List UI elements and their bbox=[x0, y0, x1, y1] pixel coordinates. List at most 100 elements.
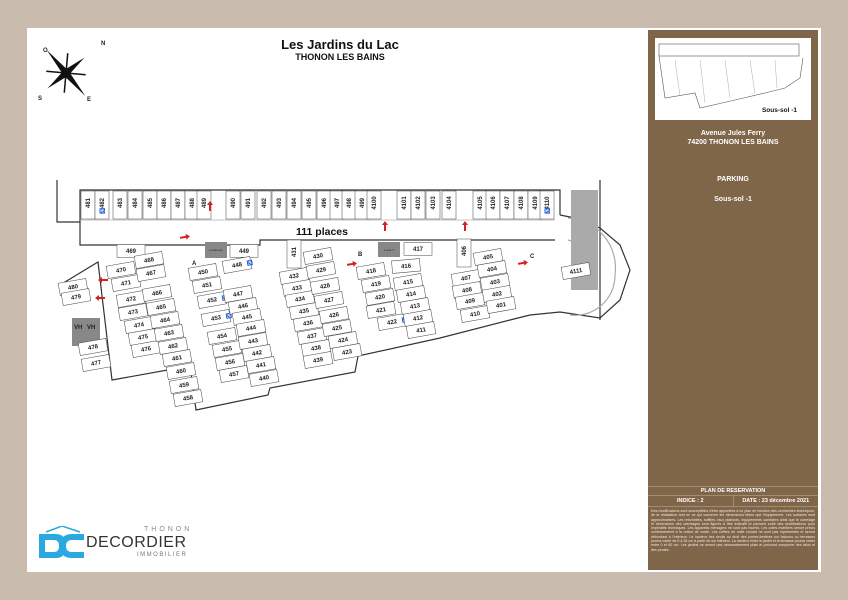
parking-space-494[interactable]: 494 bbox=[286, 190, 302, 220]
parking-space-405[interactable]: 405 bbox=[472, 248, 504, 266]
parking-space-4103[interactable]: 4103 bbox=[425, 190, 441, 220]
parking-space-469[interactable]: 469 bbox=[116, 244, 146, 258]
parking-space-470[interactable]: 470 bbox=[105, 261, 137, 279]
parking-space-448[interactable]: 448♿ bbox=[221, 256, 254, 274]
parking-space-444[interactable]: 444 bbox=[235, 319, 267, 337]
parking-space-4107[interactable]: 4107 bbox=[499, 190, 515, 220]
parking-space-454[interactable]: 454 bbox=[206, 327, 238, 345]
parking-space-486[interactable]: 486 bbox=[156, 190, 172, 220]
parking-space-492[interactable]: 492 bbox=[256, 190, 272, 220]
space-number: 467 bbox=[146, 270, 158, 278]
parking-space-451[interactable]: 451 bbox=[191, 276, 223, 294]
space-number: 469 bbox=[126, 249, 137, 255]
space-number: 403 bbox=[490, 279, 502, 287]
parking-space-416[interactable]: 416 bbox=[391, 258, 421, 274]
parking-space-4108[interactable]: 4108 bbox=[513, 190, 529, 220]
space-number: 431 bbox=[292, 246, 298, 257]
parking-space-427[interactable]: 427 bbox=[313, 291, 345, 309]
parking-space-449[interactable]: 449 bbox=[229, 244, 259, 258]
space-outline bbox=[365, 301, 397, 319]
parking-space-483[interactable]: 483 bbox=[112, 190, 128, 220]
entrance-arrow-icon bbox=[95, 295, 105, 301]
space-number: 424 bbox=[338, 337, 350, 345]
parking-space-465[interactable]: 465 bbox=[145, 298, 177, 316]
space-outline bbox=[364, 288, 396, 306]
parking-space-496[interactable]: 496 bbox=[316, 190, 332, 220]
space-outline bbox=[309, 277, 341, 295]
parking-space-430[interactable]: 430 bbox=[302, 247, 334, 265]
parking-space-419[interactable]: 419 bbox=[360, 275, 392, 293]
space-number: 438 bbox=[311, 345, 323, 353]
parking-space-485[interactable]: 485 bbox=[142, 190, 158, 220]
parking-space-4102[interactable]: 4102 bbox=[410, 190, 426, 220]
parking-space-421[interactable]: 421 bbox=[365, 301, 397, 319]
parking-space-477[interactable]: 477 bbox=[80, 354, 112, 372]
parking-space-495[interactable]: 495 bbox=[301, 190, 317, 220]
space-outline bbox=[116, 244, 146, 258]
parking-space-423[interactable]: 423 bbox=[331, 343, 363, 361]
space-outline bbox=[286, 190, 302, 220]
parking-space-459[interactable]: 459 bbox=[168, 376, 200, 394]
parking-space-417[interactable]: 417 bbox=[403, 242, 433, 256]
parking-space-4105[interactable]: 4105 bbox=[472, 190, 488, 220]
space-number: 441 bbox=[256, 362, 268, 370]
space-outline bbox=[112, 190, 128, 220]
parking-space-4106[interactable]: 4106 bbox=[485, 190, 501, 220]
parking-space-468[interactable]: 468 bbox=[133, 251, 165, 269]
space-number: 484 bbox=[133, 197, 139, 208]
parking-space-464[interactable]: 464 bbox=[149, 311, 181, 329]
parking-space-441[interactable]: 441 bbox=[245, 356, 277, 374]
space-number: 433 bbox=[292, 285, 304, 293]
parking-space-4101[interactable]: 4101 bbox=[396, 190, 412, 220]
parking-space-411[interactable]: 411 bbox=[405, 321, 437, 339]
parking-space-466[interactable]: 466 bbox=[141, 284, 173, 302]
space-number: 491 bbox=[246, 197, 252, 208]
parking-space-482[interactable]: 482♿ bbox=[94, 190, 110, 220]
space-number: 425 bbox=[332, 325, 344, 333]
space-number: 455 bbox=[222, 346, 234, 354]
parking-space-487[interactable]: 487 bbox=[170, 190, 186, 220]
parking-space-440[interactable]: 440 bbox=[248, 369, 280, 387]
parking-space-484[interactable]: 484 bbox=[127, 190, 143, 220]
parking-space-478[interactable]: 478 bbox=[77, 338, 109, 356]
parking-space-401[interactable]: 401 bbox=[485, 296, 517, 314]
space-outline bbox=[248, 369, 280, 387]
parking-space-418[interactable]: 418 bbox=[355, 262, 387, 280]
parking-space-491[interactable]: 491 bbox=[240, 190, 256, 220]
parking-space-439[interactable]: 439 bbox=[302, 351, 334, 369]
parking-space-467[interactable]: 467 bbox=[135, 264, 167, 282]
parking-space-497[interactable]: 497 bbox=[329, 190, 345, 220]
parking-space-413[interactable]: 413 bbox=[399, 297, 431, 315]
parking-space-493[interactable]: 493 bbox=[271, 190, 287, 220]
parking-space-428[interactable]: 428 bbox=[309, 277, 341, 295]
parking-space-425[interactable]: 425 bbox=[321, 319, 353, 337]
parking-space-490[interactable]: 490 bbox=[225, 190, 241, 220]
parking-space-479[interactable]: 479 bbox=[60, 288, 92, 306]
parking-space-460[interactable]: 460 bbox=[165, 362, 197, 380]
parking-space-4110[interactable]: 4110♿ bbox=[539, 190, 555, 220]
parking-space-4111[interactable]: 4111 bbox=[560, 262, 592, 280]
space-number: 446 bbox=[238, 303, 250, 311]
parking-space-4100[interactable]: 4100 bbox=[366, 190, 382, 220]
space-number: 476 bbox=[141, 346, 153, 354]
space-outline bbox=[405, 321, 437, 339]
parking-space-481[interactable]: 481 bbox=[80, 190, 96, 220]
parking-space-453[interactable]: 453♿ bbox=[200, 309, 233, 327]
parking-space-4104[interactable]: 4104 bbox=[441, 190, 457, 220]
parking-space-406[interactable]: 406 bbox=[456, 238, 472, 268]
space-number: 4101 bbox=[402, 196, 408, 210]
parking-space-473[interactable]: 473 bbox=[117, 303, 149, 321]
parking-space-429[interactable]: 429 bbox=[305, 261, 337, 279]
parking-space-426[interactable]: 426 bbox=[318, 306, 350, 324]
parking-space-461[interactable]: 461 bbox=[161, 349, 193, 367]
space-outline bbox=[60, 288, 92, 306]
parking-space-431[interactable]: 431 bbox=[286, 239, 302, 269]
parking-space-420[interactable]: 420 bbox=[364, 288, 396, 306]
parking-space-404[interactable]: 404 bbox=[476, 260, 508, 278]
parking-space-498[interactable]: 498 bbox=[341, 190, 357, 220]
parking-space-463[interactable]: 463 bbox=[153, 324, 185, 342]
parking-space-450[interactable]: 450 bbox=[187, 263, 219, 281]
space-outline bbox=[225, 190, 241, 220]
parking-space-458[interactable]: 458 bbox=[172, 389, 204, 407]
space-number: 485 bbox=[148, 197, 154, 208]
